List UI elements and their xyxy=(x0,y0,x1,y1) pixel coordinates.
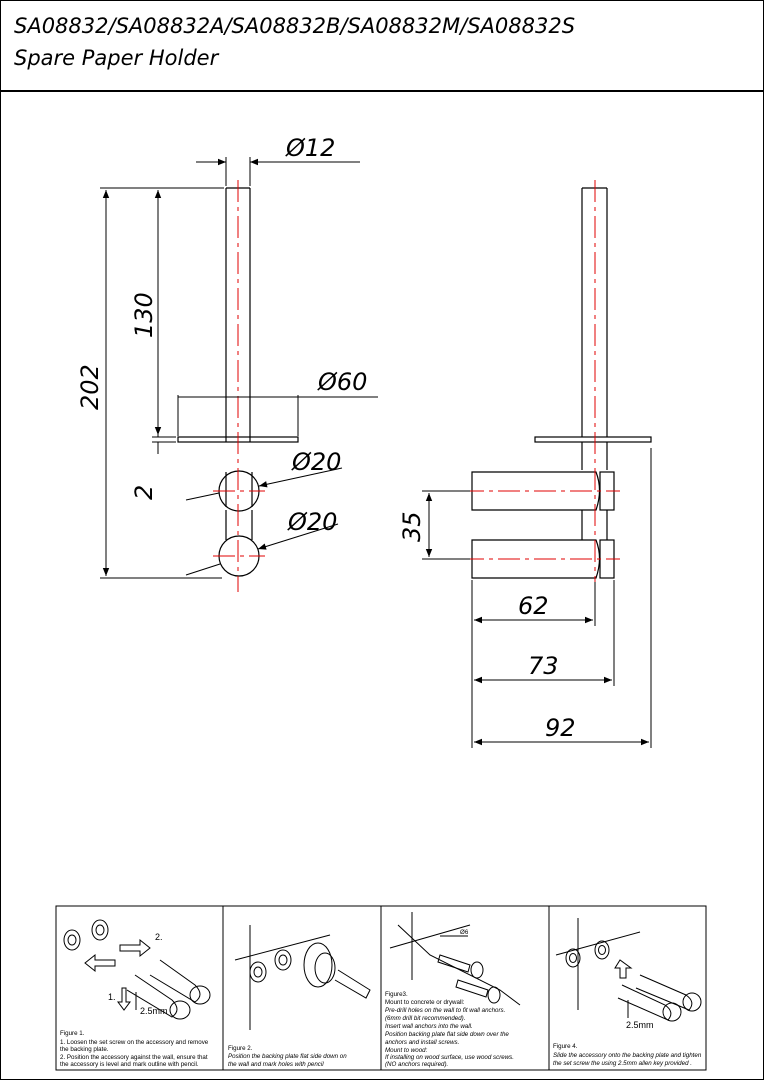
fig1-arrow-down xyxy=(117,987,131,1011)
front-centerlines xyxy=(213,180,265,592)
dim-d60: Ø60 xyxy=(317,368,367,396)
side-dimensions xyxy=(422,448,652,748)
fig4-key-size: 2.5mm xyxy=(626,1020,654,1030)
fig1-step-2: 2. xyxy=(155,932,163,942)
dim-h202: 202 xyxy=(76,364,104,410)
fig1-cap-a xyxy=(63,929,81,951)
fig4-title: Figure 4. xyxy=(553,1043,578,1050)
dim-d20-upper: Ø20 xyxy=(291,448,341,476)
fig3-anchor-lower xyxy=(455,979,489,998)
fig4-line-1: Slide the accessory onto the backing pla… xyxy=(553,1052,702,1059)
fig1-arrow-left xyxy=(84,953,116,973)
fig1-arrow-right xyxy=(119,938,151,958)
model-numbers: SA08832/SA08832A/SA08832B/SA08832M/SA088… xyxy=(14,14,576,38)
fig1-arm-lower xyxy=(126,974,178,1018)
fig3-title: Figure3. xyxy=(385,991,408,998)
dim-h130: 130 xyxy=(130,292,158,338)
fig3-line-6: anchors and install screws. xyxy=(385,1039,459,1046)
dim-d20-lower: Ø20 xyxy=(287,508,337,536)
side-view xyxy=(471,187,652,579)
fig3-drill-size: Ø6 xyxy=(460,929,469,936)
fig1-cap-b xyxy=(91,919,109,941)
fig3-line-9: (NO anchors required). xyxy=(385,1061,448,1068)
fig1-line-1: 1. Loosen the set screw on the accessory… xyxy=(60,1039,209,1046)
fig3-line-2: Pre-drill holes on the wall to fit wall … xyxy=(385,1007,505,1014)
dim-h2: 2 xyxy=(130,485,158,500)
side-backing-plate xyxy=(534,436,652,443)
fig1-step-1: 1. xyxy=(108,992,116,1002)
fig3-line-3: (6mm drill bit recommended). xyxy=(385,1015,465,1022)
figure-2-illustration xyxy=(234,925,371,1030)
fig2-line-2: the wall and mark holes with pencil xyxy=(228,1061,324,1068)
side-centerlines xyxy=(462,180,620,600)
fig2-line-1: Position the backing plate flat side dow… xyxy=(228,1053,347,1060)
dim-w92: 92 xyxy=(545,714,576,742)
side-upper-arm xyxy=(471,471,601,511)
d20b-leader-in xyxy=(185,563,221,576)
fig3-anchor-upper xyxy=(437,954,471,973)
fig3-line-5: Position backing plate flat side down ov… xyxy=(385,1031,509,1038)
d20a-leader xyxy=(258,467,343,488)
fig1-line-3: 2. Position the accessory against the wa… xyxy=(60,1054,208,1061)
dim-h35: 35 xyxy=(398,511,426,542)
side-dimension-text: 35 62 73 92 xyxy=(398,511,576,742)
fig2-backing-plate xyxy=(303,942,333,988)
fig1-key-size: 2.5mm xyxy=(140,1006,168,1016)
fig1-line-2: the backing plate. xyxy=(60,1046,109,1053)
fig2-pencil xyxy=(334,969,371,999)
fig2-title: Figure 2. xyxy=(228,1045,253,1052)
dim-d12: Ø12 xyxy=(285,134,335,162)
dim-w62: 62 xyxy=(518,592,549,620)
d20b-leader xyxy=(257,523,339,550)
fig3-line-8: If installing on wood surface, use wood … xyxy=(385,1054,514,1061)
figure-3-illustration xyxy=(389,912,521,1006)
fig3-line-1: Mount to concrete or drywall: xyxy=(385,999,465,1006)
fig4-line-2: the set screw the using 2.5mm allen key … xyxy=(553,1060,692,1067)
figure-4-illustration xyxy=(555,918,702,1022)
fig3-line-4: Insert wall anchors into the wall. xyxy=(385,1023,473,1030)
d20a-leader-in xyxy=(185,492,220,501)
fig1-line-4: the accessory is level and mark outline … xyxy=(60,1061,199,1068)
instruction-strip: 2. 1. 2.5mm Figure 1. 1. Loosen the set … xyxy=(55,905,707,1071)
title-block: SA08832/SA08832A/SA08832B/SA08832M/SA088… xyxy=(0,0,764,92)
fig1-title: Figure 1. xyxy=(60,1030,85,1037)
figure-1-illustration xyxy=(63,919,211,1020)
fig3-line-7: Mount to wood: xyxy=(385,1047,428,1054)
fig3-drill-line xyxy=(397,924,521,1006)
fig4-arrow xyxy=(614,959,633,979)
front-dimension-text: Ø12 Ø60 Ø20 Ø20 202 130 2 xyxy=(76,134,367,536)
dim-w73: 73 xyxy=(528,652,559,680)
fig1-arm-upper xyxy=(149,959,201,1003)
side-lower-arm xyxy=(471,539,601,579)
product-name: Spare Paper Holder xyxy=(14,46,219,70)
front-dimensions xyxy=(100,157,378,579)
